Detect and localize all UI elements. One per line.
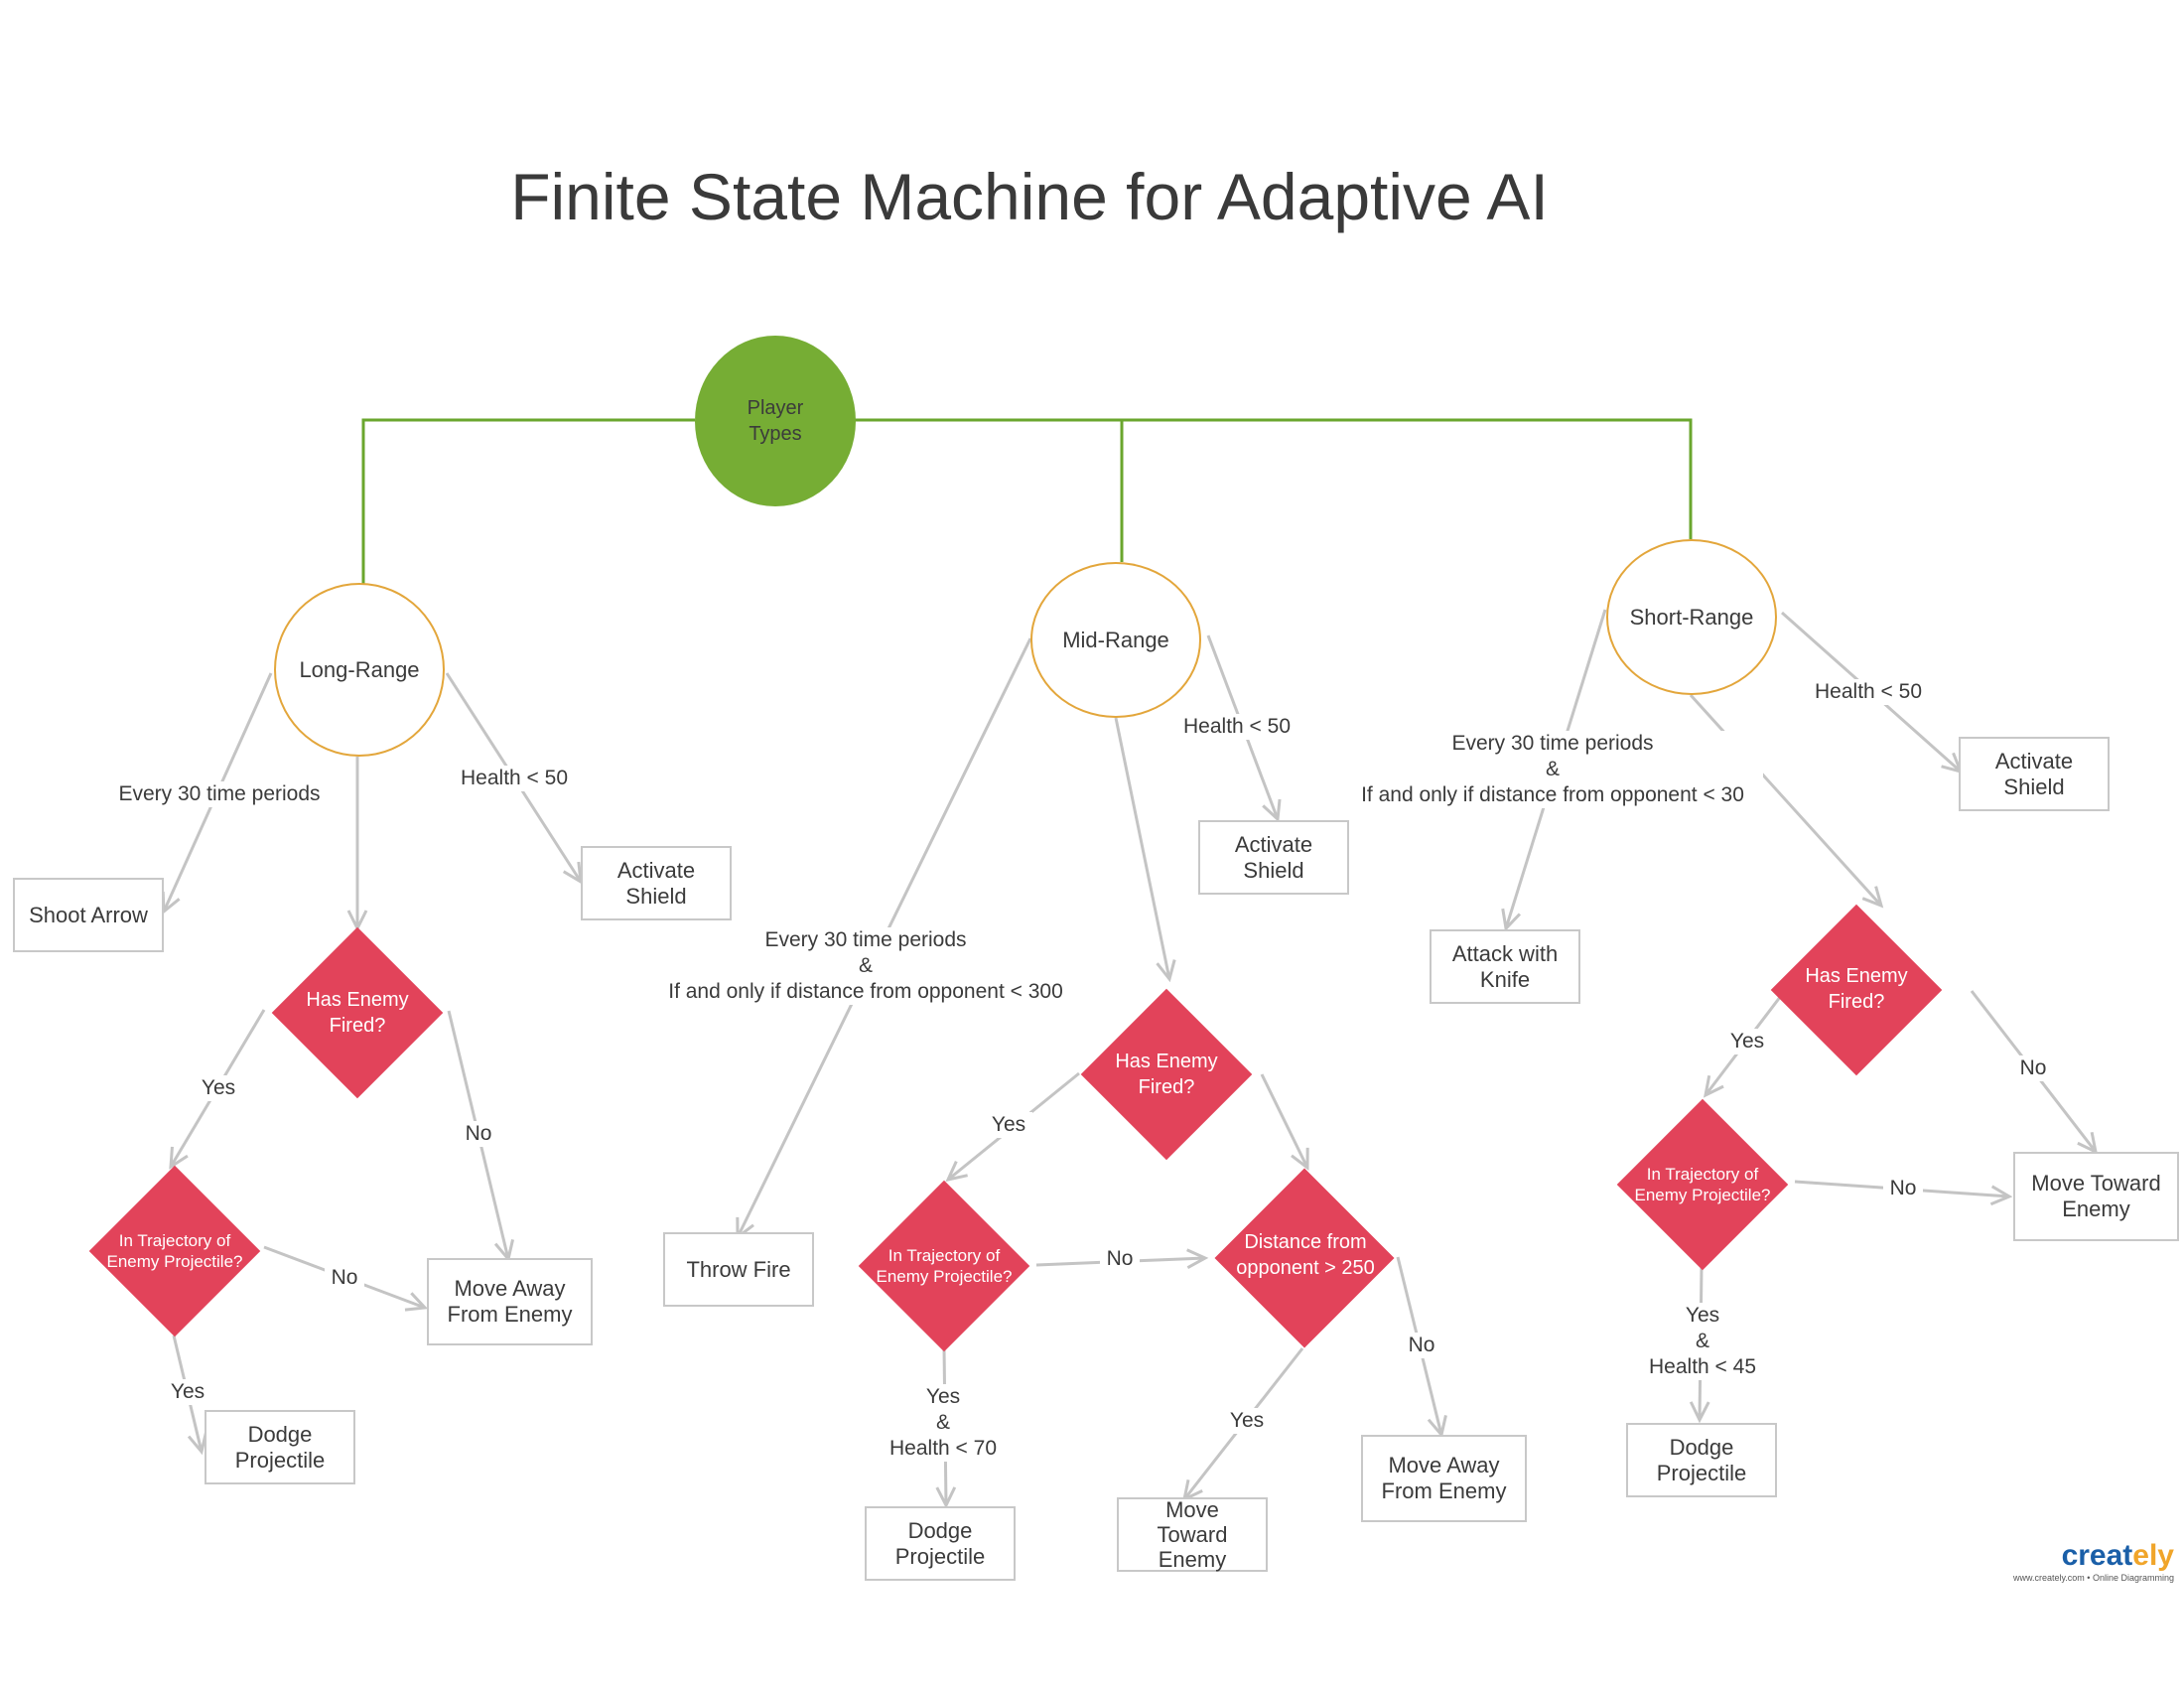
mid-range-every-label: Every 30 time periods & If and only if d… (655, 927, 1076, 1005)
logo-tagline: www.creately.com • Online Diagramming (2012, 1573, 2174, 1583)
attack-with-knife-box: Attack with Knife (1430, 929, 1580, 1004)
mid-range-activate-shield-box: Activate Shield (1198, 820, 1349, 895)
long-range-every-label: Every 30 time periods (107, 781, 332, 807)
mid-range-distance-label: Distance from opponent > 250 (1236, 1231, 1375, 1279)
logo-brand-a: creat (2061, 1539, 2133, 1572)
long-range-traj-no-label: No (325, 1265, 364, 1291)
mid-range-in-trajectory-label: In Trajectory of Enemy Projectile? (876, 1246, 1013, 1286)
mid-range-move-away-box: Move Away From Enemy (1361, 1435, 1527, 1522)
long-range-traj-yes-label: Yes (164, 1379, 211, 1405)
long-range-health-label: Health < 50 (449, 766, 580, 791)
shoot-arrow-box: Shoot Arrow (13, 878, 164, 952)
mid-range-traj-yes-label: Yes & Health < 70 (874, 1384, 1013, 1462)
long-range-has-enemy-fired-label: Has Enemy Fired? (306, 989, 409, 1037)
long-range-move-away-box: Move Away From Enemy (427, 1258, 593, 1345)
short-range-traj-yes-label: Yes & Health < 45 (1633, 1303, 1772, 1380)
logo-brand-b: ely (2132, 1539, 2174, 1572)
mid-range-traj-no-label: No (1100, 1246, 1140, 1272)
short-range-activate-shield-box: Activate Shield (1959, 737, 2110, 811)
long-range-in-trajectory-label: In Trajectory of Enemy Projectile? (106, 1231, 243, 1271)
short-range-in-trajectory-label: In Trajectory of Enemy Projectile? (1634, 1165, 1771, 1204)
short-range-has-enemy-fired-label: Has Enemy Fired? (1805, 965, 1908, 1013)
long-range-activate-shield-box: Activate Shield (581, 846, 732, 920)
root-branches (361, 418, 1693, 604)
short-range-every-label: Every 30 time periods & If and only if d… (1342, 731, 1763, 808)
mid-range-yes-label: Yes (985, 1112, 1032, 1138)
player-types-node: Player Types (695, 336, 856, 506)
short-range-health-label: Health < 50 (1803, 679, 1934, 705)
mid-range-health-label: Health < 50 (1171, 714, 1302, 740)
long-range-no-label: No (459, 1121, 498, 1147)
short-range-state: Short-Range (1606, 539, 1777, 695)
long-range-state: Long-Range (274, 583, 445, 757)
short-range-yes-label: Yes (1723, 1029, 1771, 1055)
creately-logo: creately www.creately.com • Online Diagr… (2005, 1539, 2174, 1583)
mid-range-state: Mid-Range (1030, 562, 1201, 718)
short-range-move-toward-box: Move Toward Enemy (2013, 1152, 2179, 1241)
mid-range-has-enemy-fired-label: Has Enemy Fired? (1115, 1051, 1218, 1098)
long-range-yes-label: Yes (195, 1075, 242, 1101)
mid-range-move-toward-box: Move Toward Enemy (1117, 1497, 1268, 1572)
short-range-dodge-box: Dodge Projectile (1626, 1423, 1777, 1497)
short-range-traj-no-label: No (1883, 1176, 1923, 1201)
throw-fire-box: Throw Fire (663, 1232, 814, 1307)
long-range-dodge-box: Dodge Projectile (205, 1410, 355, 1484)
mid-range-dist-yes-label: Yes (1223, 1408, 1271, 1434)
mid-range-dist-no-label: No (1402, 1333, 1441, 1358)
short-range-no-label: No (2013, 1055, 2053, 1081)
mid-range-dodge-box: Dodge Projectile (865, 1506, 1016, 1581)
diagram-title: Finite State Machine for Adaptive AI (510, 160, 1549, 233)
